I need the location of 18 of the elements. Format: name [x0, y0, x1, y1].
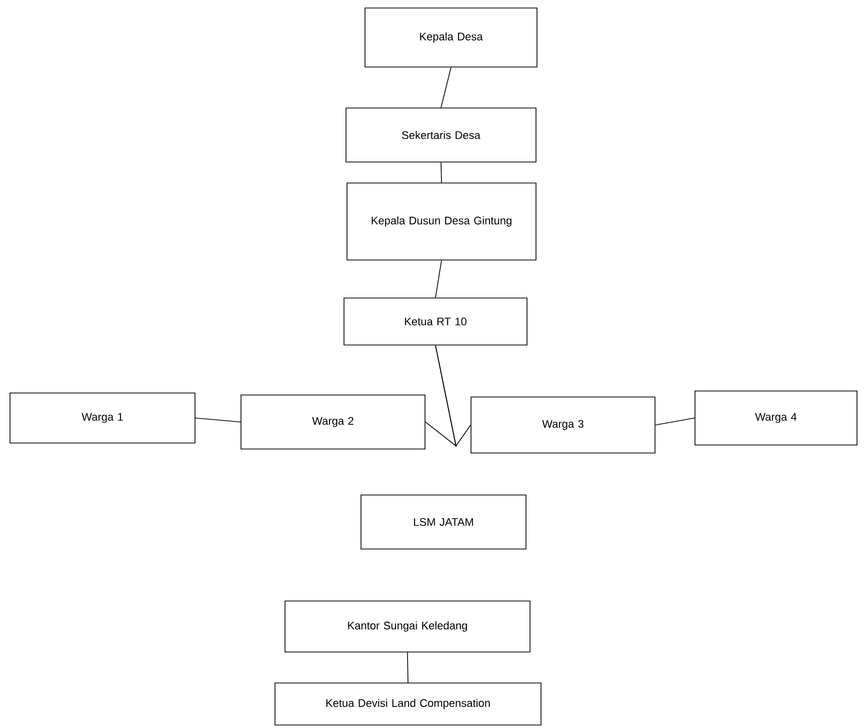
org-box: Warga 2 — [240, 394, 426, 450]
connector-line — [195, 418, 241, 422]
org-box: Kantor Sungai Keledang — [284, 600, 530, 652]
org-box: LSM JATAM — [360, 494, 526, 550]
org-box: Kepala Desa — [364, 8, 538, 68]
connector-line — [440, 67, 452, 108]
org-box: Warga 1 — [10, 392, 196, 444]
org-box: Ketua RT 10 — [344, 298, 528, 346]
connector-line — [407, 652, 408, 683]
connector-line — [435, 345, 471, 447]
connector-line — [435, 260, 442, 298]
org-box: Warga 3 — [470, 396, 656, 454]
org-box: Sekertaris Desa — [346, 108, 536, 162]
connector-line — [440, 162, 442, 183]
org-box: Ketua Devisi Land Compensation — [274, 682, 542, 726]
org-box: Kepala Dusun Desa Gintung — [346, 182, 536, 260]
org-box: Warga 4 — [694, 390, 858, 446]
connector-line — [655, 418, 695, 426]
